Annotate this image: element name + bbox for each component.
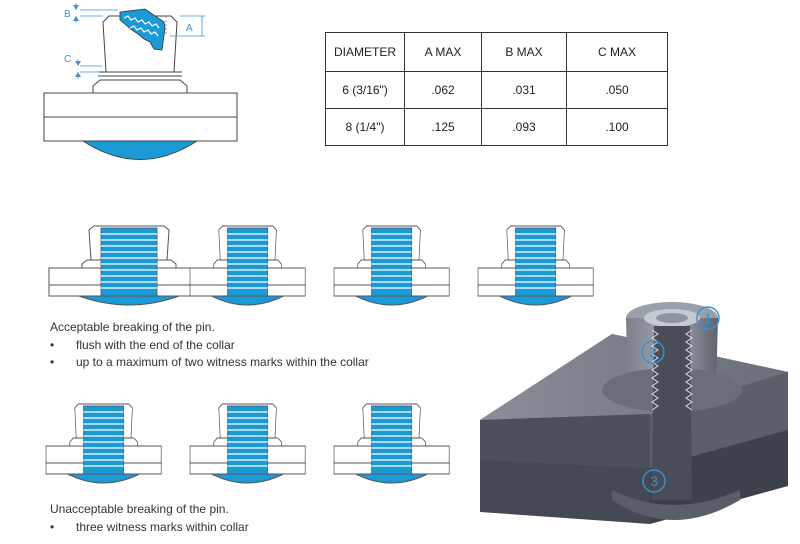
table-header: B MAX (481, 32, 567, 72)
table-cell: .093 (481, 108, 567, 146)
table-cell: .031 (481, 71, 567, 109)
list-item: • flush with the end of the collar (50, 338, 235, 352)
table-header: DIAMETER (325, 32, 405, 72)
acceptable-example-1 (48, 225, 210, 306)
acceptable-caption: Acceptable breaking of the pin. (50, 320, 215, 334)
table-cell: .100 (566, 108, 668, 146)
dimension-label-b: B (64, 9, 71, 20)
acceptable-example-4 (477, 225, 594, 306)
unacceptable-bullet: three witness marks within collar (76, 520, 249, 534)
bullet-icon: • (50, 520, 55, 534)
table-header: C MAX (566, 32, 668, 72)
callout-2: 2 (649, 344, 657, 360)
unacceptable-example-2 (189, 403, 306, 484)
table-header-row: DIAMETER A MAX B MAX C MAX (325, 32, 668, 72)
unacceptable-example-1 (45, 403, 162, 484)
table-row: 8 (1/4") .125 .093 .100 (325, 108, 668, 146)
unacceptable-caption: Unacceptable breaking of the pin. (50, 502, 229, 516)
dimension-label-a: A (186, 23, 193, 34)
table-cell: .050 (566, 71, 668, 109)
table-cell: 6 (3/16") (325, 71, 405, 109)
table-row: 6 (3/16") .062 .031 .050 (325, 71, 668, 109)
list-item: • up to a maximum of two witness marks wi… (50, 355, 369, 369)
unacceptable-example-3 (333, 403, 450, 484)
dimension-label-c: C (64, 54, 71, 65)
table-cell: 8 (1/4") (325, 108, 405, 146)
bullet-icon: • (50, 338, 55, 352)
callout-1: 1 (704, 310, 712, 326)
table-cell: .062 (404, 71, 482, 109)
callout-3: 3 (650, 473, 658, 489)
table-header: A MAX (404, 32, 482, 72)
acceptable-bullet: up to a maximum of two witness marks wit… (76, 355, 369, 369)
list-item: • three witness marks within collar (50, 520, 249, 534)
cutaway-render: 1 2 3 (480, 302, 788, 524)
acceptable-example-2 (189, 225, 306, 306)
spec-table: DIAMETER A MAX B MAX C MAX 6 (3/16") .06… (325, 32, 668, 146)
acceptable-example-3 (333, 225, 450, 306)
dimension-drawing: B C A (43, 3, 238, 160)
table-cell: .125 (404, 108, 482, 146)
acceptable-bullet: flush with the end of the collar (76, 338, 235, 352)
bullet-icon: • (50, 355, 55, 369)
